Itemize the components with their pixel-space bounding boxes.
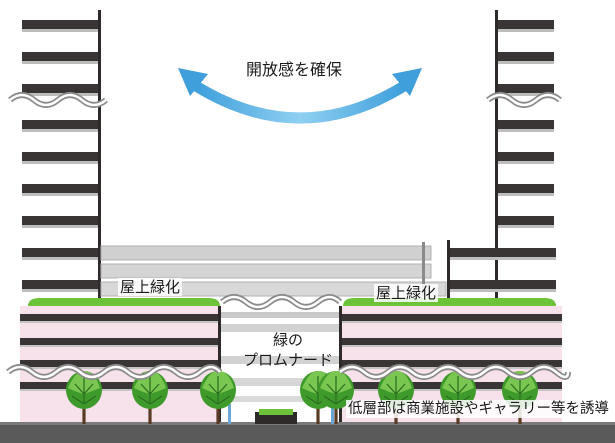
- left-tower: [22, 10, 101, 300]
- floor-band: [498, 152, 554, 161]
- low-rise-slab: [20, 345, 220, 347]
- low-rise-floor-band: [20, 314, 220, 321]
- floor-band: [22, 216, 98, 225]
- low-rise-slab: [20, 389, 220, 391]
- low-rise-floor-band: [340, 360, 562, 367]
- floor-band: [450, 248, 556, 257]
- low-rise-floor-band: [340, 338, 562, 345]
- wavy-break-icon: [486, 92, 562, 108]
- floor-slab: [22, 129, 98, 132]
- floor-slab: [498, 29, 554, 32]
- floor-band: [498, 184, 554, 193]
- low-rise-slab: [340, 321, 562, 323]
- low-rise-commercial-label: 低層部は商業施設やギャラリー等を誘導: [346, 400, 611, 418]
- low-rise-floor-band: [20, 382, 220, 389]
- floor-slab: [22, 29, 98, 32]
- floor-slab: [22, 225, 98, 228]
- floor-band: [498, 52, 554, 61]
- floor-slab: [498, 161, 554, 164]
- promenade-line-2: プロムナード: [242, 351, 333, 369]
- low-rise-floor-band: [340, 314, 562, 321]
- floor-slab: [498, 193, 554, 196]
- floor-band: [22, 152, 98, 161]
- openness-label: 開放感を確保: [246, 60, 343, 79]
- floor-band: [22, 84, 98, 93]
- promenade-line-1: 緑の: [272, 331, 303, 349]
- floor-band: [22, 52, 98, 61]
- floor-slab: [498, 93, 554, 96]
- right-tower: [447, 10, 556, 300]
- rooftop-greenery: [28, 298, 556, 306]
- floor-slab: [22, 257, 98, 260]
- floor-slab: [22, 61, 98, 64]
- floor-band: [498, 120, 554, 129]
- low-rise-floor-band: [20, 360, 220, 367]
- floor-band: [498, 216, 554, 225]
- floor-band: [450, 280, 556, 289]
- floor-band: [22, 184, 98, 193]
- green-promenade-label: 緑の プロムナード: [228, 330, 348, 370]
- floor-band: [498, 20, 554, 29]
- floor-band: [22, 20, 98, 29]
- low-rise-floor-band: [20, 338, 220, 345]
- low-rise-slab: [340, 345, 562, 347]
- rooftop-greening-left-label: 屋上緑化: [118, 278, 183, 296]
- floor-slab: [450, 257, 556, 260]
- floor-slab: [22, 289, 98, 292]
- floor-band: [22, 248, 98, 257]
- break-marks: [6, 92, 571, 380]
- double-headed-curved-arrow-icon: [178, 68, 422, 124]
- floor-band: [498, 84, 554, 93]
- floor-slab: [22, 93, 98, 96]
- background-gray-floors: [100, 242, 447, 297]
- floor-band: [22, 120, 98, 129]
- floor-slab: [498, 129, 554, 132]
- low-rise-slab: [20, 321, 220, 323]
- ground: [0, 404, 615, 443]
- floor-slab: [22, 161, 98, 164]
- floor-band: [22, 280, 98, 289]
- floor-slab: [450, 289, 556, 292]
- floor-slab: [498, 61, 554, 64]
- floor-slab: [498, 225, 554, 228]
- rooftop-greening-right-label: 屋上緑化: [374, 284, 439, 302]
- promenade-layers: [221, 312, 339, 402]
- floor-slab: [22, 193, 98, 196]
